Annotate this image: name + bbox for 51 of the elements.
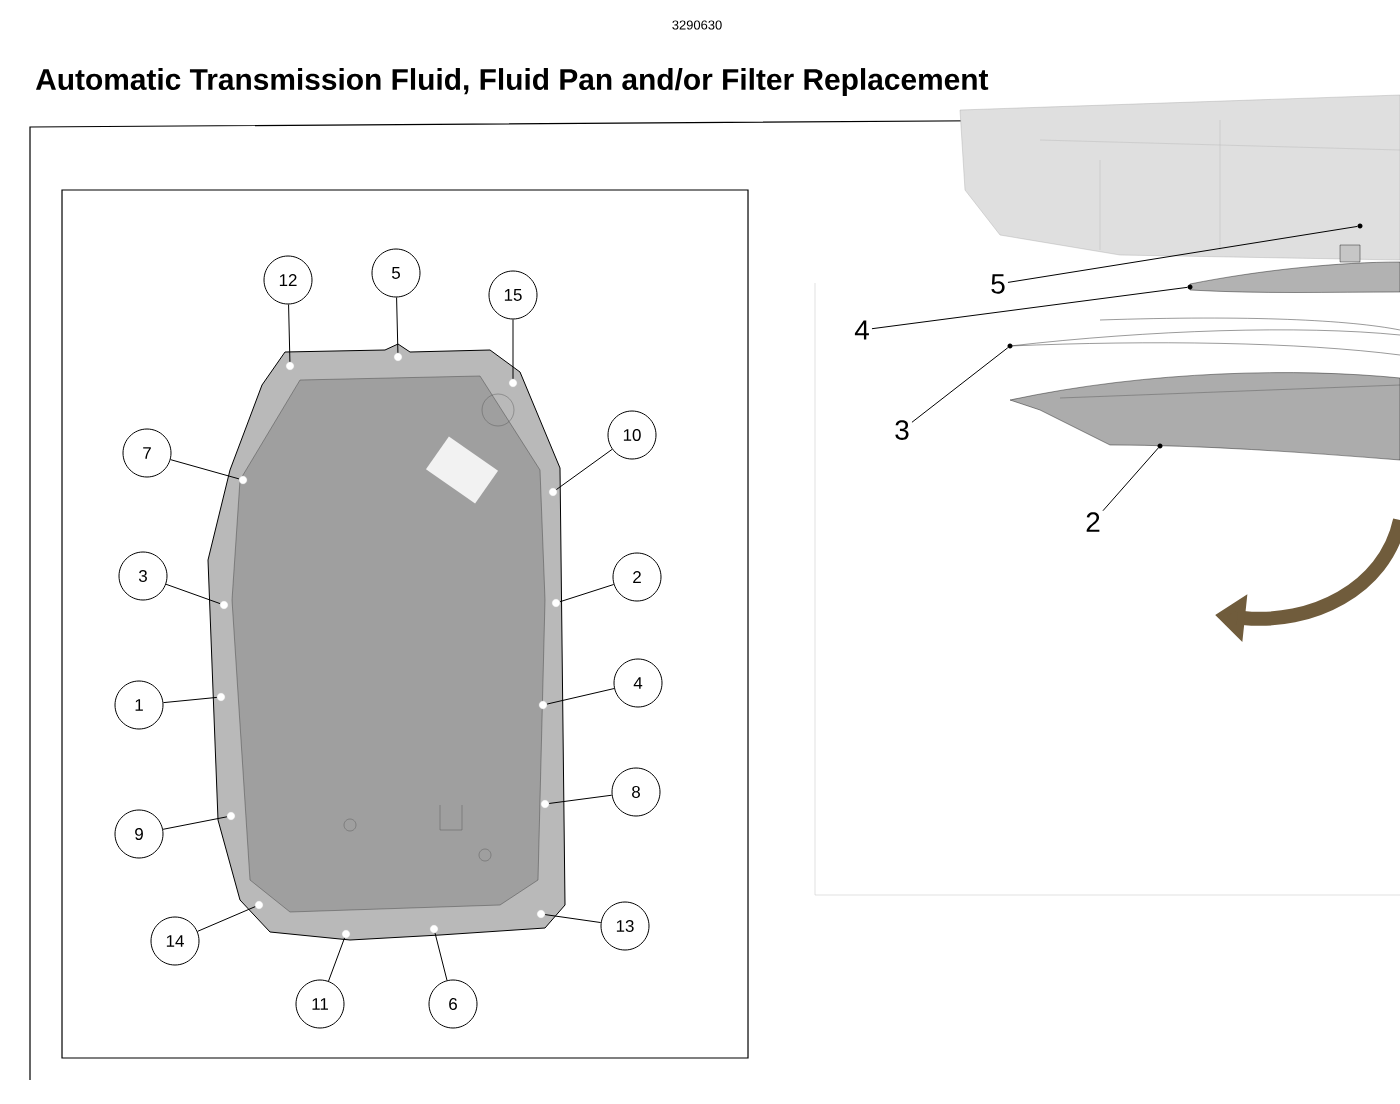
leader-line bbox=[328, 937, 346, 982]
leader-line bbox=[197, 906, 256, 932]
callout-number: 5 bbox=[991, 274, 1005, 294]
callout-number: 4 bbox=[854, 320, 869, 340]
bolt-hole bbox=[341, 929, 351, 939]
callout-number: 7 bbox=[122, 428, 172, 478]
bolt-hole bbox=[551, 598, 561, 608]
bolt-hole bbox=[548, 487, 558, 497]
callout-number: 15 bbox=[488, 270, 538, 320]
leader-line bbox=[871, 286, 1188, 330]
leader-line bbox=[911, 347, 1009, 423]
callout-number: 2 bbox=[1086, 512, 1100, 532]
callout-number: 12 bbox=[263, 255, 313, 305]
bolt-hole bbox=[536, 909, 546, 919]
bolt-hole bbox=[508, 378, 518, 388]
callout-number: 1 bbox=[114, 680, 164, 730]
bolt-hole bbox=[254, 900, 264, 910]
page-title: Automatic Transmission Fluid, Fluid Pan and/or Filter Replacement bbox=[35, 68, 989, 96]
callout-number: 5 bbox=[371, 248, 421, 298]
bolt-hole bbox=[216, 692, 226, 702]
leader-line bbox=[170, 459, 240, 480]
callout-number: 11 bbox=[295, 979, 345, 1029]
callout-number: 9 bbox=[114, 809, 164, 859]
leader-line bbox=[396, 297, 399, 354]
leader-line bbox=[162, 816, 228, 830]
callout-number: 2 bbox=[612, 552, 662, 602]
bolt-hole bbox=[540, 799, 550, 809]
leader-line bbox=[1007, 225, 1358, 283]
callout-number: 10 bbox=[607, 410, 657, 460]
bolt-hole bbox=[285, 361, 295, 371]
bolt-hole bbox=[538, 700, 548, 710]
callout-number: 4 bbox=[613, 658, 663, 708]
callout-number: 13 bbox=[600, 901, 650, 951]
leader-line bbox=[162, 696, 218, 704]
leader-line bbox=[548, 794, 613, 804]
leader-line bbox=[434, 932, 448, 981]
bolt-hole bbox=[429, 924, 439, 934]
leader-line bbox=[559, 584, 615, 603]
callout-number: 3 bbox=[895, 420, 909, 440]
document-number: 3290630 bbox=[672, 20, 722, 30]
bolt-hole bbox=[226, 811, 236, 821]
callout-number: 6 bbox=[428, 979, 478, 1029]
leader-line bbox=[555, 448, 613, 491]
leader-line bbox=[288, 304, 291, 363]
callout-number: 14 bbox=[150, 916, 200, 966]
bolt-hole bbox=[219, 600, 229, 610]
leader-line bbox=[1102, 447, 1159, 512]
bolt-hole bbox=[238, 475, 248, 485]
callout-number: 3 bbox=[118, 551, 168, 601]
bolt-hole bbox=[393, 352, 403, 362]
callout-number: 8 bbox=[611, 767, 661, 817]
